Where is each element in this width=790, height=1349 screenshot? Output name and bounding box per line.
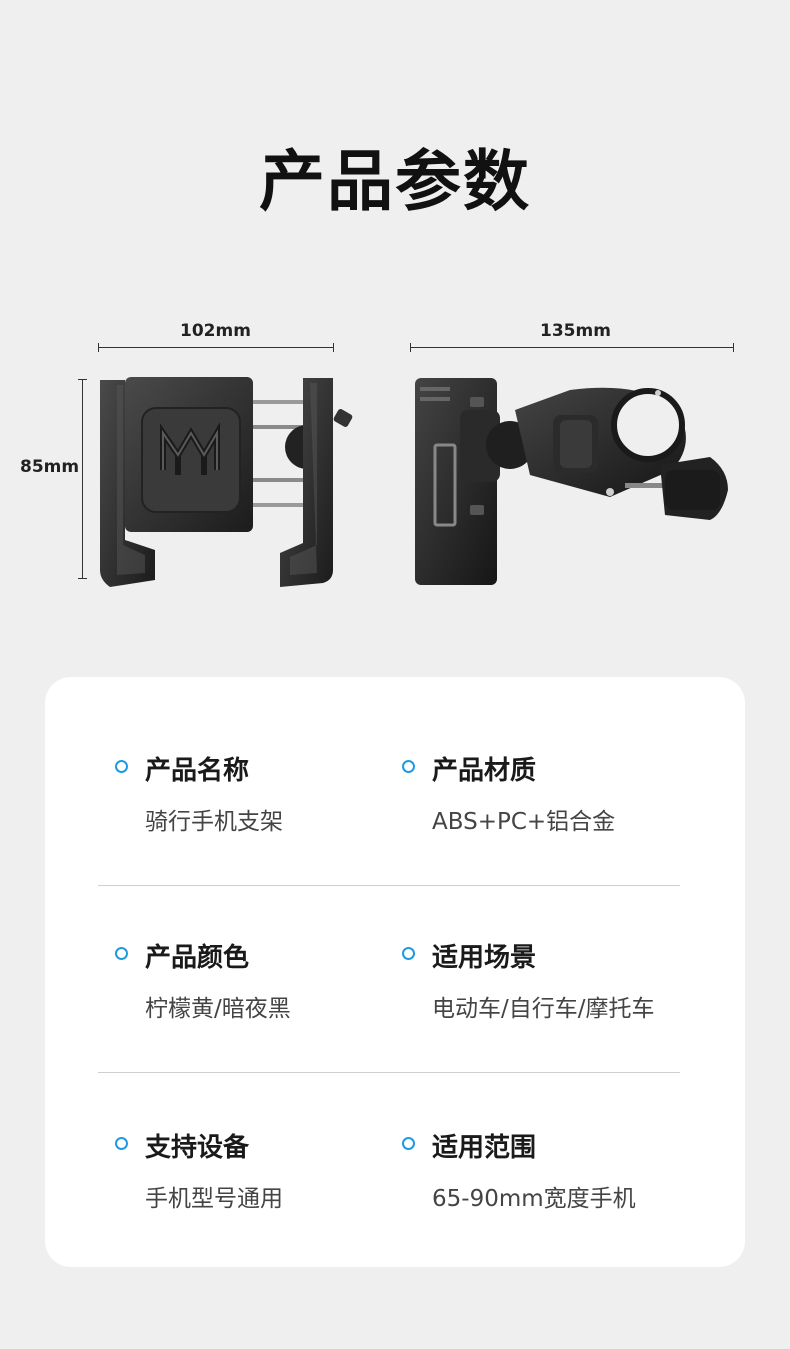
circle-bullet-icon <box>115 1137 128 1150</box>
phone-holder-front-image <box>100 377 353 587</box>
front-height-label: 85mm <box>20 457 80 477</box>
circle-bullet-icon <box>115 947 128 960</box>
spec-value: 电动车/自行车/摩托车 <box>432 996 655 1022</box>
circle-bullet-icon <box>402 760 415 773</box>
spec-value: 65-90mm宽度手机 <box>432 1186 636 1212</box>
spec-label: 产品颜色 <box>145 943 250 973</box>
front-width-line <box>98 343 334 352</box>
spec-label: 支持设备 <box>145 1133 250 1163</box>
spec-value: 手机型号通用 <box>145 1186 283 1212</box>
circle-bullet-icon <box>402 947 415 960</box>
spec-value: ABS+PC+铝合金 <box>432 809 616 835</box>
spec-label: 适用场景 <box>432 943 537 973</box>
phone-holder-side-image <box>415 378 728 585</box>
page-title: 产品参数 <box>259 143 531 220</box>
spec-row-3: 支持设备 手机型号通用 适用范围 65-90mm宽度手机 <box>45 1127 745 1277</box>
divider <box>98 1072 680 1073</box>
divider <box>98 885 680 886</box>
front-width-label: 102mm <box>180 321 251 341</box>
side-width-label: 135mm <box>540 321 611 341</box>
spec-row-2: 产品颜色 柠檬黄/暗夜黑 适用场景 电动车/自行车/摩托车 <box>45 937 745 1087</box>
front-height-line <box>78 379 87 579</box>
spec-label: 产品材质 <box>432 756 537 786</box>
spec-row-1: 产品名称 骑行手机支架 产品材质 ABS+PC+铝合金 <box>45 750 745 900</box>
spec-label: 产品名称 <box>145 756 250 786</box>
circle-bullet-icon <box>402 1137 415 1150</box>
spec-card: 产品名称 骑行手机支架 产品材质 ABS+PC+铝合金 产品颜色 柠檬黄/暗夜黑… <box>45 677 745 1267</box>
side-width-line <box>410 343 734 352</box>
spec-value: 骑行手机支架 <box>145 809 283 835</box>
spec-label: 适用范围 <box>432 1133 537 1163</box>
spec-value: 柠檬黄/暗夜黑 <box>145 996 291 1022</box>
circle-bullet-icon <box>115 760 128 773</box>
